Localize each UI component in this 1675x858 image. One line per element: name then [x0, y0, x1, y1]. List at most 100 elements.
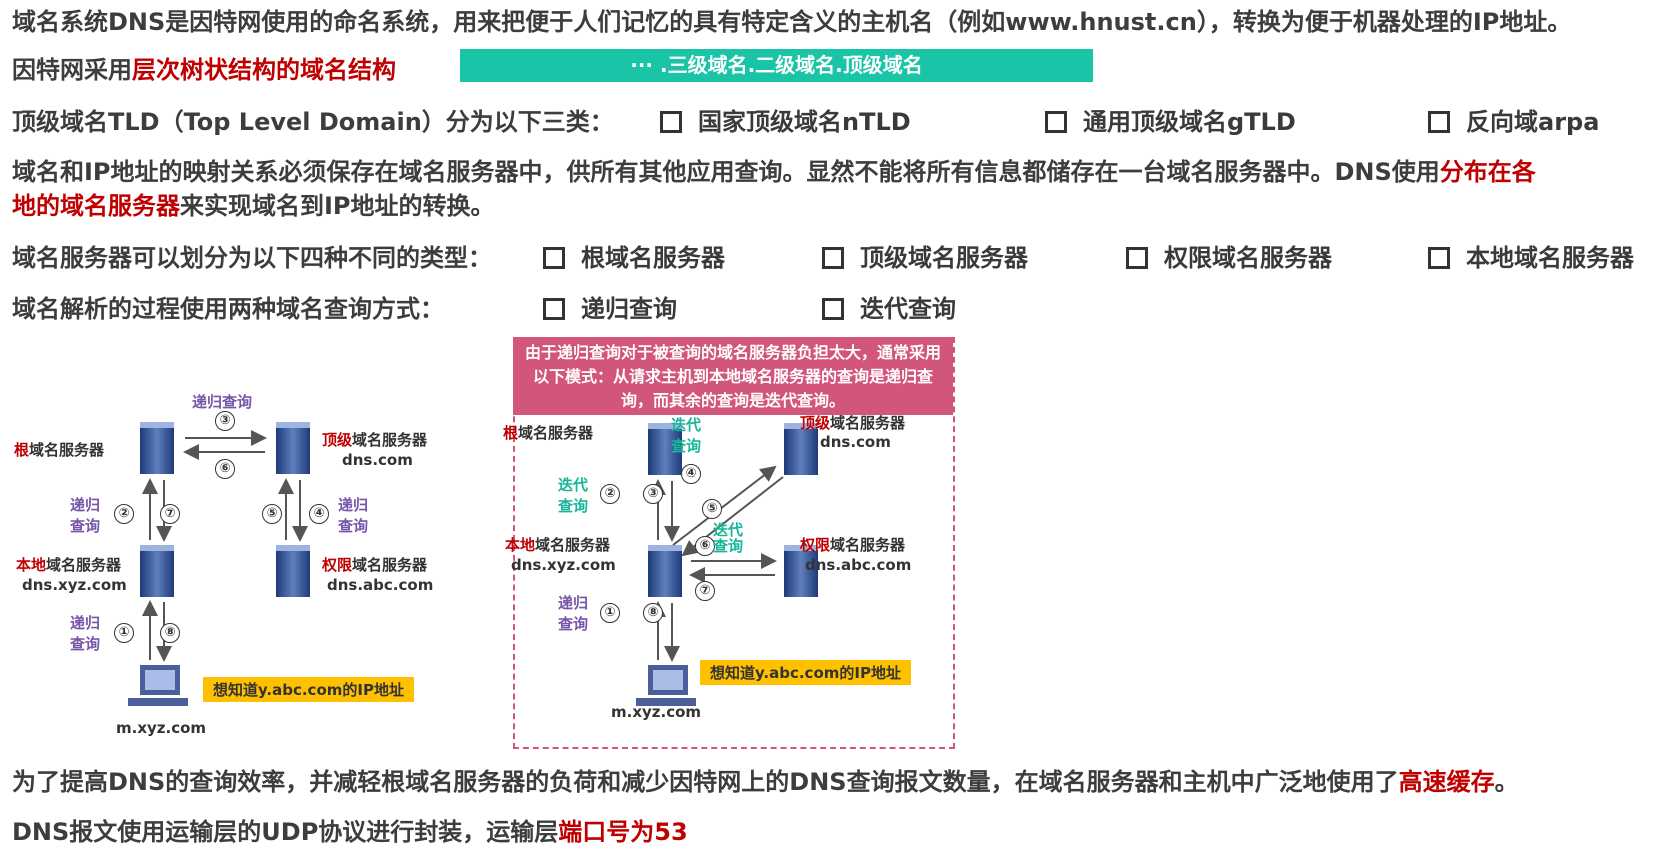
right-local-host: dns.xyz.com: [511, 556, 616, 574]
right-step-2: ②: [600, 484, 620, 504]
server-type-authoritative[interactable]: 权限域名服务器: [1126, 238, 1332, 273]
query-recursive-option[interactable]: 递归查询: [543, 289, 677, 324]
right-iter-label-c1: 迭代: [713, 521, 744, 539]
cache-end: 。: [1494, 768, 1519, 796]
server-type-root[interactable]: 根域名服务器: [543, 238, 725, 273]
right-client-host: m.xyz.com: [611, 703, 702, 721]
option-label: 反向域arpa: [1466, 108, 1600, 136]
mapping-line-2: 地的域名服务器来实现域名到IP地址的转换。: [12, 186, 495, 221]
checkbox[interactable]: [543, 298, 565, 320]
right-step-6: ⑥: [695, 536, 715, 556]
left-query-label: 想知道y.abc.com的IP地址: [203, 677, 414, 702]
left-rec-label-a2: 查询: [70, 517, 101, 535]
checkbox[interactable]: [660, 111, 682, 133]
right-tld-host: dns.com: [820, 433, 891, 451]
tld-option-ntld[interactable]: 国家顶级域名nTLD: [660, 102, 911, 137]
intro-line: 域名系统DNS是因特网使用的命名系统，用来把便于人们记忆的具有特定含义的主机名（…: [12, 8, 1572, 36]
right-rec-label-2: 查询: [558, 615, 589, 633]
tld-server-icon: [276, 422, 310, 474]
step-8: ⑧: [160, 623, 180, 643]
option-label: 递归查询: [581, 295, 677, 323]
checkbox[interactable]: [1126, 247, 1148, 269]
right-iter-label-b2: 查询: [558, 497, 589, 515]
right-step-1: ①: [600, 603, 620, 623]
left-local-label: 本地域名服务器: [16, 556, 122, 574]
domain-structure-highlight: 层次树状结构的域名结构: [132, 56, 396, 84]
step-1: ①: [114, 623, 134, 643]
checkbox[interactable]: [543, 247, 565, 269]
option-label: 通用顶级域名gTLD: [1083, 108, 1296, 136]
mapping-highlight-2: 地的域名服务器: [12, 192, 180, 220]
checkbox[interactable]: [1045, 111, 1067, 133]
cache-text: 为了提高DNS的查询效率，并减轻根域名服务器的负荷和减少因特网上的DNS查询报文…: [12, 768, 1399, 796]
left-auth-host: dns.abc.com: [327, 576, 434, 594]
right-step-4: ④: [681, 464, 701, 484]
tld-server-icon: [784, 423, 818, 475]
udp-text: DNS报文使用运输层的UDP协议进行封装，运输层: [12, 818, 559, 846]
local-server-icon: [648, 545, 682, 597]
root-server-icon: [648, 423, 682, 475]
option-label: 顶级域名服务器: [860, 244, 1028, 272]
query-iterative-option[interactable]: 迭代查询: [822, 289, 956, 324]
checkbox[interactable]: [1428, 111, 1450, 133]
option-label: 根域名服务器: [581, 244, 725, 272]
udp-line: DNS报文使用运输层的UDP协议进行封装，运输层端口号为53: [12, 812, 688, 847]
checkbox[interactable]: [822, 247, 844, 269]
option-label: 本地域名服务器: [1466, 244, 1634, 272]
left-rec-label-b2: 查询: [338, 517, 369, 535]
domain-structure-line: 因特网采用层次树状结构的域名结构: [12, 50, 396, 85]
step-3: ③: [215, 411, 235, 431]
mapping-line-1: 域名和IP地址的映射关系必须保存在域名服务器中，供所有其他应用查询。显然不能将所…: [12, 152, 1536, 187]
right-tld-label: 顶级域名服务器: [800, 414, 906, 432]
left-tld-label: 顶级域名服务器: [322, 431, 428, 449]
right-rec-label-1: 递归: [558, 594, 589, 612]
left-rec-label-a1: 递归: [70, 496, 101, 514]
domain-structure-prefix: 因特网采用: [12, 56, 132, 84]
server-types-line: 域名服务器可以划分为以下四种不同的类型：: [12, 244, 492, 272]
right-query-label: 想知道y.abc.com的IP地址: [700, 660, 911, 685]
mapping-highlight-1: 分布在各: [1439, 158, 1536, 186]
right-step-3: ③: [643, 484, 663, 504]
right-local-label: 本地域名服务器: [505, 536, 611, 554]
checkbox[interactable]: [822, 298, 844, 320]
server-type-local[interactable]: 本地域名服务器: [1428, 238, 1634, 273]
port-highlight: 端口号为53: [558, 818, 688, 846]
tld-line: 顶级域名TLD（Top Level Domain）分为以下三类：: [12, 108, 614, 136]
root-server-icon: [140, 422, 174, 474]
right-iter-label-c2: 查询: [713, 537, 744, 555]
step-6: ⑥: [215, 459, 235, 479]
left-auth-label: 权限域名服务器: [322, 556, 428, 574]
right-iter-label-b1: 迭代: [558, 476, 589, 494]
iterative-note: 由于递归查询对于被查询的域名服务器负担太大，通常采用以下模式：从请求主机到本地域…: [513, 337, 953, 415]
server-type-tld[interactable]: 顶级域名服务器: [822, 238, 1028, 273]
tld-option-gtld[interactable]: 通用顶级域名gTLD: [1045, 102, 1296, 137]
left-tld-host: dns.com: [342, 451, 413, 469]
step-5: ⑤: [262, 504, 282, 524]
query-methods-line: 域名解析的过程使用两种域名查询方式：: [12, 295, 444, 323]
client-computer-icon: [636, 665, 696, 706]
checkbox[interactable]: [1428, 247, 1450, 269]
left-rec-label-b1: 递归: [338, 496, 369, 514]
right-step-8: ⑧: [643, 603, 663, 623]
step-4: ④: [309, 504, 329, 524]
mapping-text: 域名和IP地址的映射关系必须保存在域名服务器中，供所有其他应用查询。显然不能将所…: [12, 158, 1440, 186]
step-2: ②: [114, 504, 134, 524]
tld-option-arpa[interactable]: 反向域arpa: [1428, 102, 1599, 137]
client-computer-icon: [128, 665, 188, 706]
right-iter-label-a2: 查询: [671, 437, 702, 455]
domain-hierarchy-bar: ··· .三级域名.二级域名.顶级域名: [460, 49, 1093, 82]
right-root-label: 根域名服务器: [503, 424, 594, 442]
right-auth-label: 权限域名服务器: [800, 536, 906, 554]
iterative-diagram: [636, 423, 818, 706]
auth-server-icon: [784, 545, 818, 597]
auth-server-icon: [276, 545, 310, 597]
right-step-5: ⑤: [702, 499, 722, 519]
mapping-text-end: 来实现域名到IP地址的转换。: [180, 192, 495, 220]
right-step-7: ⑦: [695, 581, 715, 601]
left-top-recursive-label: 递归查询: [192, 393, 253, 411]
cache-line: 为了提高DNS的查询效率，并减轻根域名服务器的负荷和减少因特网上的DNS查询报文…: [12, 762, 1519, 797]
right-iter-label-a1: 迭代: [671, 416, 702, 434]
recursive-diagram: [128, 422, 310, 706]
option-label: 迭代查询: [860, 295, 956, 323]
left-rec-label-c2: 查询: [70, 635, 101, 653]
